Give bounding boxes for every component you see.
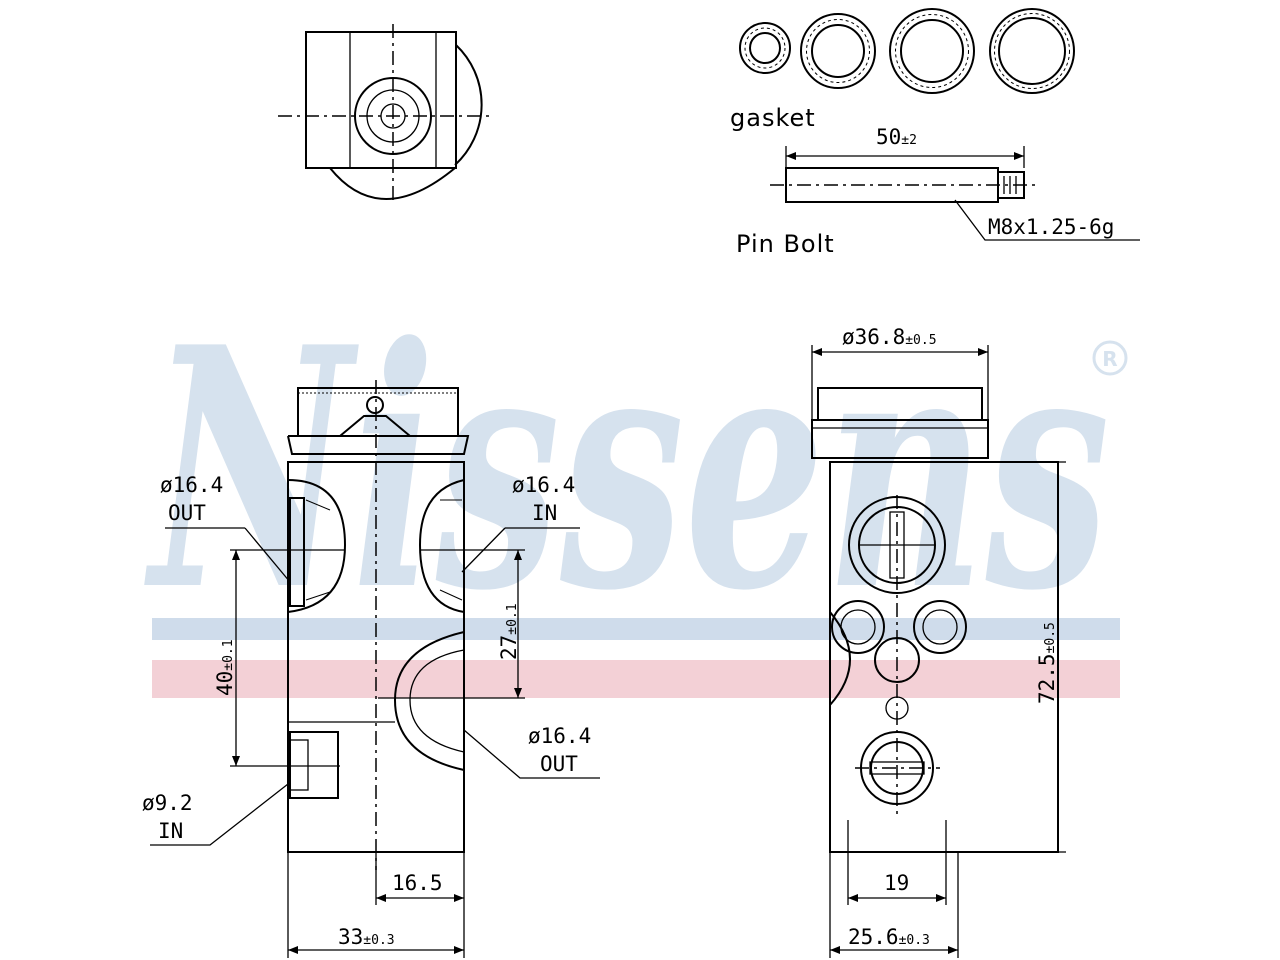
dim-19: 19 <box>884 871 909 895</box>
watermark-registered-mark <box>1092 340 1128 376</box>
dim-16-5: 16.5 <box>392 871 443 895</box>
watermark-red-stripe <box>152 660 1120 698</box>
port-in-low-left-dia: ø9.2 <box>142 791 193 815</box>
dim-width: 25.6±0.3 <box>848 925 930 949</box>
side-view-dimensions: ø16.4 OUT ø16.4 IN 27±0.1 40±0.1 ø16.4 O… <box>142 473 600 958</box>
port-out-low-right-dia: ø16.4 <box>528 724 591 748</box>
port-out-top-left-dia: ø16.4 <box>160 473 223 497</box>
watermark-blue-stripe <box>152 618 1120 640</box>
front-view-dimensions: ø36.8±0.5 72.5±0.5 19 25.6±0.3 <box>811 325 1066 958</box>
pin-bolt-label: Pin Bolt <box>736 230 835 258</box>
dim-40: 40±0.1 <box>213 639 237 696</box>
side-view-body <box>287 380 470 870</box>
gasket-ring-2 <box>800 13 876 89</box>
top-end-view <box>278 24 492 200</box>
port-out-low-right-dir: OUT <box>540 752 578 776</box>
port-in-top-right-dia: ø16.4 <box>512 473 575 497</box>
pin-bolt: 50±2 M8x1.25-6g Pin Bolt <box>736 125 1140 258</box>
nissens-watermark: Nissens R <box>143 275 1128 698</box>
port-in-low-left-dir: IN <box>158 819 183 843</box>
front-view-body <box>811 387 1059 853</box>
gasket-ring-1 <box>739 22 791 74</box>
dim-height: 72.5±0.5 <box>1035 622 1059 704</box>
dim-cap-dia: ø36.8±0.5 <box>842 325 937 349</box>
gasket-label: gasket <box>730 104 816 132</box>
gasket-set: gasket <box>730 8 1075 132</box>
dim-27: 27±0.1 <box>497 603 521 660</box>
dim-33: 33±0.3 <box>338 925 395 949</box>
gasket-ring-3 <box>889 8 975 94</box>
port-in-top-right-dir: IN <box>532 501 557 525</box>
thread-spec: M8x1.25-6g <box>988 215 1114 239</box>
gasket-ring-4 <box>989 8 1075 94</box>
pin-length-dim: 50±2 <box>876 125 917 149</box>
watermark-registered-r: R <box>1102 347 1117 371</box>
port-out-top-left-dir: OUT <box>168 501 206 525</box>
